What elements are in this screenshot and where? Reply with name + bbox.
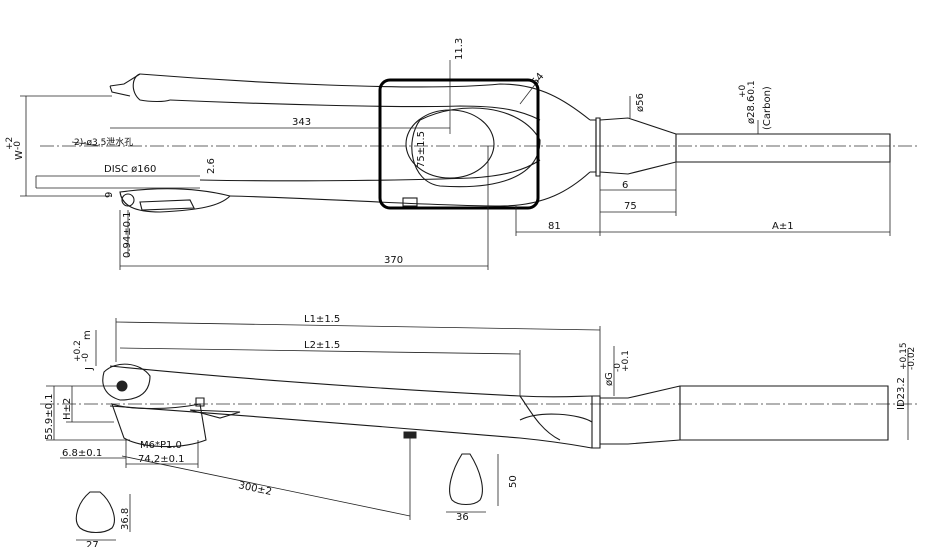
label-m6: M6*P1.0 xyxy=(140,440,182,451)
label-370: 370 xyxy=(384,255,403,266)
top-view: W +2 -0 343 2)-ø3.5泄水孔 DISC ø160 2.6 9 0… xyxy=(5,38,920,270)
label-j: J xyxy=(84,367,95,371)
label-36: 36 xyxy=(456,512,469,523)
dim-l2 xyxy=(119,347,521,355)
side-blade-top xyxy=(109,365,593,398)
label-hole: 2)-ø3.5泄水孔 xyxy=(74,136,133,148)
label-28-6-tol-top: +0 xyxy=(738,84,748,98)
label-74-2: 74.2±0.1 xyxy=(138,454,185,465)
side-port xyxy=(403,431,417,439)
label-a: A±1 xyxy=(772,221,794,232)
label-g: øG xyxy=(604,372,615,386)
lower-dropout xyxy=(119,188,232,213)
drain-hole xyxy=(402,197,418,207)
upper-blade-inner xyxy=(169,99,541,121)
crown-lip xyxy=(590,119,597,173)
upper-dropout xyxy=(132,73,171,103)
side-steerer xyxy=(679,385,889,441)
label-l2: L2±1.5 xyxy=(304,340,340,351)
side-brake-mount xyxy=(111,403,207,448)
axle-hole xyxy=(121,193,135,207)
side-crown-curve xyxy=(519,395,561,441)
steerer-taper xyxy=(599,117,677,175)
label-w: W xyxy=(14,150,25,160)
label-h: H±2 xyxy=(62,398,73,420)
label-carbon: (Carbon) xyxy=(762,86,773,130)
label-l1: L1±1.5 xyxy=(304,314,340,325)
label-094: 0.94±0.1 xyxy=(122,211,133,258)
brake-mount xyxy=(139,199,195,211)
label-11-3: 11.3 xyxy=(454,38,465,60)
label-81: 81 xyxy=(548,221,561,232)
label-g-tol-top: +0.1 xyxy=(621,350,631,372)
label-300: 300±2 xyxy=(237,480,272,498)
label-343: 343 xyxy=(292,117,311,128)
steerer-tube xyxy=(675,133,891,163)
leader-54 xyxy=(519,77,541,105)
label-75-15: 75±1.5 xyxy=(416,131,427,168)
label-50: 50 xyxy=(508,475,519,488)
leader-hole xyxy=(71,141,101,147)
label-m: m xyxy=(82,330,93,340)
crown-race xyxy=(595,117,601,177)
upper-blade-outer xyxy=(139,73,591,121)
section-dropout xyxy=(75,491,115,534)
label-36-8: 36.8 xyxy=(120,508,131,530)
side-dropout xyxy=(102,363,151,401)
label-w-tol-top: +2 xyxy=(5,137,15,150)
side-bolt xyxy=(195,397,205,407)
lower-blade-inner xyxy=(199,159,541,182)
label-id: ID23.2 xyxy=(896,377,907,410)
label-6: 6 xyxy=(622,180,628,191)
label-g-tol-bot: -0 xyxy=(613,363,623,372)
side-blade-bot xyxy=(109,405,593,449)
label-54: 54 xyxy=(530,71,547,88)
label-28-6-tol-bot: -0.1 xyxy=(747,80,757,98)
lower-blade-outer xyxy=(229,171,591,207)
side-crown-race xyxy=(591,395,601,449)
highlight-box xyxy=(378,78,540,210)
label-id-tol-top: +0.15 xyxy=(899,342,909,370)
label-j-tol-top: +0.2 xyxy=(73,340,83,362)
section-blade xyxy=(449,453,483,506)
upper-tip xyxy=(109,73,141,97)
side-taper xyxy=(600,385,681,445)
label-28-6: ø28.6 xyxy=(746,96,757,124)
label-2-6: 2.6 xyxy=(206,158,217,174)
dim-300 xyxy=(121,455,411,517)
label-id-tol-bot: -0.02 xyxy=(907,347,917,370)
side-mount-tab xyxy=(189,409,241,419)
side-view: L1±1.5 L2±1.5 m J +0.2 -0 55.9±0.1 H±2 6… xyxy=(40,314,920,547)
label-w-tol-bot: -0 xyxy=(13,141,23,150)
side-crown-inner xyxy=(519,413,593,423)
label-55-9: 55.9±0.1 xyxy=(44,393,55,440)
label-56: ø56 xyxy=(635,93,646,112)
dim-l1 xyxy=(115,321,601,331)
label-75: 75 xyxy=(624,201,637,212)
label-6-8: 6.8±0.1 xyxy=(62,448,102,459)
label-9: 9 xyxy=(104,192,115,198)
label-27: 27 xyxy=(86,540,99,547)
label-disc: DISC ø160 xyxy=(104,164,156,175)
label-j-tol-bot: -0 xyxy=(81,353,91,362)
